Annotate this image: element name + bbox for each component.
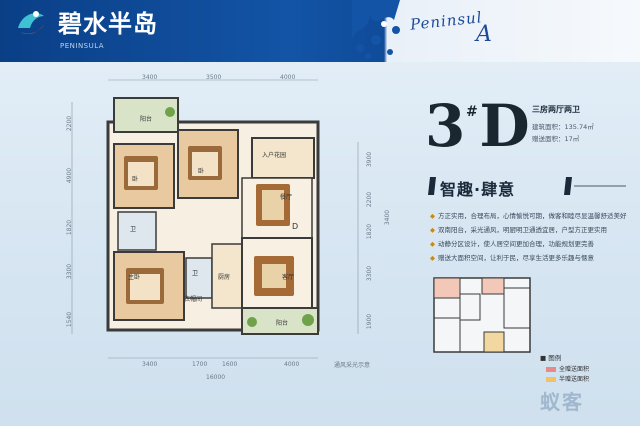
feature-3: ◆动静分区设计，使人居空间更加合理，功能规划更完善 xyxy=(430,240,594,248)
slogan-decoration xyxy=(428,177,626,195)
dim-bottom-1: 3400 xyxy=(142,361,158,368)
dim-left-5: 1540 xyxy=(66,311,74,328)
feature-1: ◆方正实用，合理布局，心情愉悦可期，做客和睦尽显温馨舒适美好 xyxy=(430,212,627,220)
room-master-bedroom: 主卧 xyxy=(128,274,141,281)
legend-swatch xyxy=(546,377,556,382)
room-kitchen: 厨房 xyxy=(218,274,231,281)
dim-left-2: 4900 xyxy=(66,167,74,184)
legend-half: 半赠送面积 xyxy=(546,374,589,383)
room-dining: 餐厅 xyxy=(280,194,293,201)
brand-tagline: PENINSULA xyxy=(60,42,105,50)
dim-left-4: 3300 xyxy=(66,263,74,280)
dim-left-3: 1820 xyxy=(66,219,74,236)
bullet-icon: ◆ xyxy=(430,226,435,234)
room-balcony-top: 阳台 xyxy=(140,116,153,123)
bullet-icon: ◆ xyxy=(430,240,435,248)
feature-4: ◆赠送大面积空间，让利于民，尽享生活更多乐趣与惬意 xyxy=(430,254,594,262)
garden-area: 赠送面积：17㎡ xyxy=(532,135,580,143)
room-bath-2: 卫 xyxy=(192,270,199,277)
room-bedroom-2: 卧 xyxy=(198,168,205,175)
floor-plan xyxy=(71,79,359,359)
bullet-icon: ◆ xyxy=(430,254,435,262)
dim-right-total: 3400 xyxy=(384,209,392,226)
dim-left-1: 2200 xyxy=(66,115,74,132)
bullet-icon: ◆ xyxy=(430,212,435,220)
unit-type: 三房两厅两卫 xyxy=(532,105,580,114)
logo-icon xyxy=(18,11,44,34)
dim-total: 16000 xyxy=(206,374,226,381)
room-bedroom-1: 卧 xyxy=(132,176,139,183)
feature-2: ◆双南阳台，采光通风，明厨明卫通透宜居，户型方正更实用 xyxy=(430,226,607,234)
dim-bottom-2: 1700 xyxy=(192,361,208,368)
dim-top-1: 3400 xyxy=(142,74,158,81)
room-entry-garden: 入户花园 xyxy=(262,152,287,159)
dim-bottom-4: 4000 xyxy=(284,361,300,368)
build-area: 建筑面积：135.74㎡ xyxy=(532,123,594,131)
dim-right-2: 2200 xyxy=(366,191,374,208)
dim-right-1: 3900 xyxy=(366,151,374,168)
dim-bottom-3: 1600 xyxy=(222,361,238,368)
dim-right-4: 3300 xyxy=(366,265,374,282)
room-balcony-bottom: 阳台 xyxy=(276,320,289,327)
mini-floor-plan xyxy=(433,277,531,353)
ventilation-note: 通风采光示意 xyxy=(334,362,371,369)
room-living: 客厅 xyxy=(282,274,295,281)
script-title-a: A xyxy=(476,22,492,47)
room-bath-1: 卫 xyxy=(130,226,137,233)
room-wardrobe: 衣帽间 xyxy=(184,296,203,303)
script-title: Peninsul xyxy=(409,8,484,34)
unit-hash: # xyxy=(466,104,478,120)
dim-right-5: 1900 xyxy=(366,313,374,330)
room-d-mark: D xyxy=(292,222,299,231)
dim-top-2: 3500 xyxy=(206,74,222,81)
dim-right-3: 1820 xyxy=(366,223,374,240)
water-splash-icon xyxy=(352,0,400,59)
watermark: 蚁客 xyxy=(540,390,584,414)
legend-title: ■ 图例 xyxy=(540,354,562,362)
header-banner: 碧水半岛 PENINSULA Peninsul A xyxy=(0,0,640,62)
brand-name: 碧水半岛 xyxy=(58,10,158,38)
legend-full: 全赠送面积 xyxy=(546,364,589,373)
slogan: 智趣·肆意 xyxy=(440,180,516,199)
dim-top-3: 4000 xyxy=(280,74,296,81)
legend-swatch xyxy=(546,367,556,372)
